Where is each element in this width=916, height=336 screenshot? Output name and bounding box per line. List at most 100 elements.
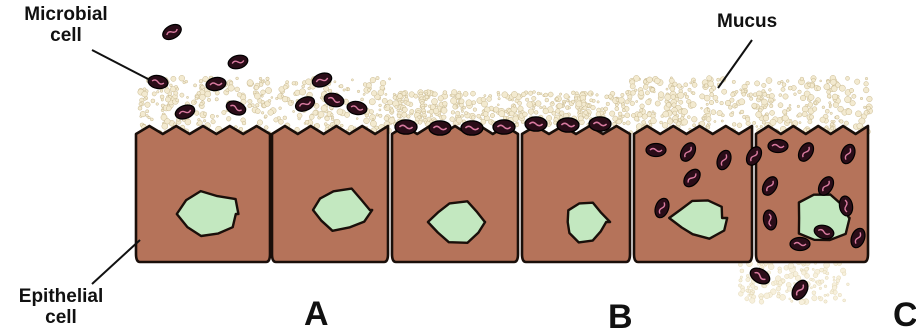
mucus-speck — [825, 276, 828, 279]
mucus-speck — [266, 77, 269, 80]
mucus-speck — [393, 93, 395, 95]
mucus-speck — [702, 117, 705, 120]
mucus-speck — [842, 272, 846, 276]
mucus-speck — [740, 89, 742, 91]
mucus-speck — [555, 97, 558, 100]
mucus-speck — [751, 284, 755, 288]
mucus-speck — [739, 279, 742, 282]
mucus-speck — [395, 105, 398, 108]
mucus-speck — [313, 110, 318, 115]
mucus-speck — [722, 89, 727, 94]
mucus-speck — [831, 120, 833, 122]
mucus-speck — [855, 79, 860, 84]
mucus-speck — [216, 115, 218, 117]
mucus-speck — [636, 100, 638, 102]
microbe — [395, 120, 417, 134]
mucus-speck — [406, 101, 410, 105]
mucus-speck — [198, 120, 203, 125]
mucus-speck — [490, 113, 494, 117]
mucus-speck — [197, 92, 201, 96]
mucus-speck — [165, 88, 170, 93]
mucus-speck — [532, 96, 536, 100]
mucus-speck — [579, 111, 581, 113]
mucus-speck — [660, 121, 663, 124]
mucus-speck — [717, 78, 720, 81]
mucus-speck — [464, 112, 467, 115]
mucus-speck — [653, 91, 655, 93]
mucus-speck — [480, 118, 482, 120]
mucus-speck — [334, 81, 336, 83]
mucus-speck — [864, 82, 869, 87]
mucus-speck — [721, 120, 723, 122]
mucus-speck — [140, 111, 146, 117]
mucus-speck — [820, 117, 825, 122]
mucus-speck — [203, 120, 206, 123]
mucus-speck — [186, 96, 188, 98]
mucus-speck — [809, 115, 813, 119]
mucus-speck — [654, 78, 660, 84]
mucus-speck — [802, 271, 806, 275]
mucus-speck — [732, 111, 734, 113]
mucus-speck — [499, 111, 505, 117]
mucus-speck — [706, 103, 708, 105]
mucus-speck — [456, 105, 458, 107]
mucus-speck — [672, 103, 676, 107]
mucus-speck — [791, 300, 793, 302]
mucus-speck — [370, 121, 376, 127]
mucus-speck — [372, 118, 374, 120]
mucus-speck — [390, 109, 394, 113]
mucus-speck — [830, 112, 832, 114]
mucus-speck — [812, 291, 816, 295]
mucus-speck — [402, 107, 407, 112]
mucus-speck — [704, 114, 707, 117]
mucus-speck — [361, 98, 364, 101]
mucus-speck — [210, 114, 214, 118]
mucus-speck — [424, 104, 427, 107]
epithelial-cell — [522, 126, 630, 262]
mucus-speck — [610, 111, 615, 116]
mucus-speck — [762, 83, 766, 87]
mucus-speck — [364, 118, 370, 124]
mucus-speck — [194, 84, 197, 87]
mucus-speck — [483, 111, 488, 116]
mucus-speck — [833, 120, 835, 122]
mucus-speck — [855, 111, 861, 117]
mucus-speck — [728, 106, 732, 110]
mucus-speck — [820, 80, 822, 82]
mucus-speck — [343, 89, 345, 91]
mucus-speck — [808, 102, 813, 107]
mucus-speck — [769, 104, 773, 108]
mucus-speck — [824, 84, 830, 90]
mucus-speck — [543, 108, 549, 114]
mucus-speck — [739, 99, 745, 105]
mucus-speck — [566, 100, 568, 102]
mucus-speck — [259, 83, 263, 87]
mucus-speck — [747, 286, 750, 289]
mucus-speck — [626, 91, 629, 94]
mucus-speck — [833, 279, 835, 281]
mucus-speck — [199, 79, 203, 83]
mucus-speck — [630, 84, 635, 89]
mucus-speck — [735, 90, 738, 93]
mucus-speck — [471, 116, 475, 120]
mucus-speck — [502, 92, 508, 98]
mucus-speck — [646, 100, 651, 105]
mucus-speck — [195, 101, 197, 103]
mucus-speck — [261, 90, 266, 95]
mucus-speck — [829, 102, 831, 104]
mucus-speck — [571, 91, 575, 95]
mucus-speck — [226, 117, 231, 122]
mucus-speck — [793, 272, 798, 277]
mucus-speck — [673, 111, 677, 115]
mucus-speck — [157, 91, 160, 94]
mucus-speck — [670, 86, 675, 91]
mucus-speck — [559, 93, 561, 95]
microbe — [160, 21, 184, 42]
mucus-speck — [679, 100, 683, 104]
mucus-speck — [750, 97, 753, 100]
mucus-speck — [863, 87, 869, 93]
mucus-speck — [484, 95, 486, 97]
mucus-speck — [432, 99, 438, 105]
mucus-speck — [746, 121, 750, 125]
mucus-speck — [666, 102, 671, 107]
